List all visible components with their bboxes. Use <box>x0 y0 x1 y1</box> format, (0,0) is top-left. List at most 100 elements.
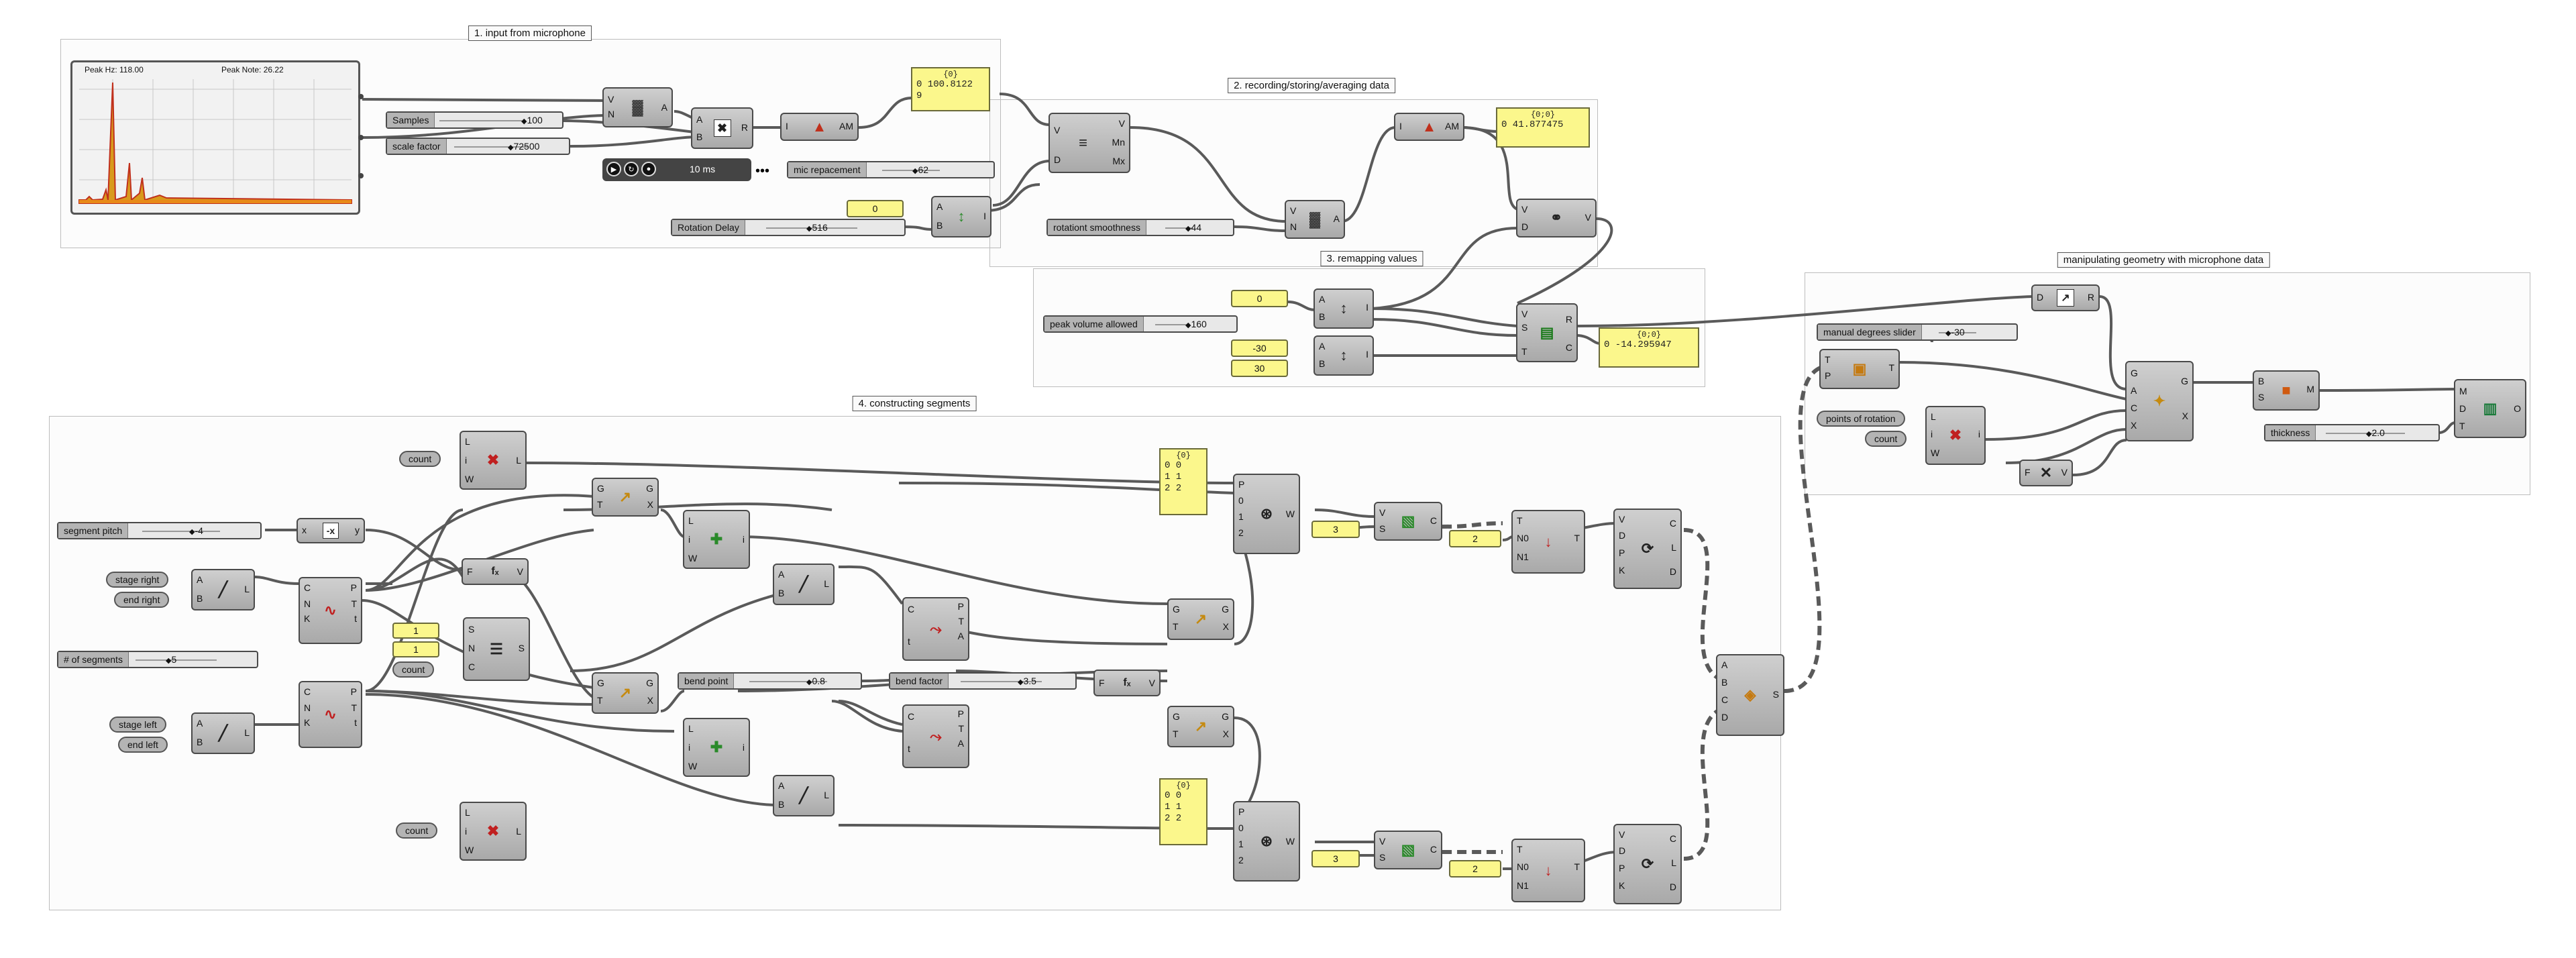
stage-right-param[interactable]: stage right <box>106 572 169 588</box>
stop-icon[interactable]: ● <box>641 162 656 176</box>
count-param-3[interactable]: count <box>396 822 438 839</box>
mic-replacement-slider[interactable]: mic repacement 62 <box>787 161 995 178</box>
three-number-1[interactable]: 3 <box>1311 521 1360 538</box>
remap-icon: ▤ <box>1540 324 1554 341</box>
samples-slider[interactable]: Samples 100 <box>386 111 564 129</box>
rotation-delay-slider[interactable]: Rotation Delay 516 <box>671 219 906 236</box>
scope-output-dot[interactable] <box>358 135 364 140</box>
three-number-2[interactable]: 3 <box>1311 850 1360 867</box>
negative-component[interactable]: x -x y <box>297 518 365 543</box>
peak-panel[interactable]: {0} 0 100.8122 9 <box>911 67 990 111</box>
timer-component[interactable]: ▶ ↻ ● 10 ms <box>602 158 751 181</box>
count-param-2[interactable]: count <box>392 661 435 678</box>
zero-number[interactable]: 0 <box>847 200 904 217</box>
manual-degrees-slider[interactable]: manual degrees slider -30 <box>1817 323 2018 341</box>
play-icon[interactable]: ▶ <box>606 162 621 176</box>
one-number-1[interactable]: 1 <box>392 623 439 639</box>
scope-output-dot[interactable] <box>358 173 364 178</box>
rotation-delay-label: Rotation Delay <box>672 220 745 235</box>
segment-pitch-slider[interactable]: segment pitch -4 <box>57 522 262 539</box>
vector-component[interactable]: F ✕V <box>2019 460 2073 486</box>
extrude-icon: ■ <box>2282 382 2291 398</box>
count-param-4[interactable]: count <box>1865 431 1907 447</box>
degrees-component[interactable]: D ↗ R <box>2031 284 2100 311</box>
bell-curve-icon: ▲ <box>812 118 827 135</box>
frequency-scope[interactable]: Peak Hz: 118.00 Peak Note: 26.22 <box>70 60 360 215</box>
two-number-2[interactable]: 2 <box>1449 860 1501 877</box>
minus-thirty-number[interactable]: -30 <box>1231 339 1288 357</box>
scope-output-dot[interactable] <box>358 94 364 99</box>
peak-volume-slider[interactable]: peak volume allowed 160 <box>1043 315 1238 333</box>
two-number-1[interactable]: 2 <box>1449 530 1501 547</box>
count-param-1[interactable]: count <box>399 451 441 467</box>
weave-pattern-panel-2[interactable]: {0} 0 0 1 1 2 2 <box>1159 778 1208 845</box>
segments-slider[interactable]: # of segments 5 <box>57 651 258 668</box>
end-right-param[interactable]: end right <box>114 592 170 608</box>
thickness-slider[interactable]: thickness 2.0 <box>2264 424 2440 441</box>
segments-label: # of segments <box>58 652 129 667</box>
line-icon: ╱ <box>799 787 808 804</box>
bell-curve-stats-component-2[interactable]: I ▲ AM <box>1394 113 1464 141</box>
one-number-2[interactable]: 1 <box>392 641 439 657</box>
bell-curve-stats-component[interactable]: I ▲ AM <box>780 113 859 141</box>
stage-left-param[interactable]: stage left <box>109 716 166 733</box>
reset-icon[interactable]: ↻ <box>624 162 639 176</box>
average-panel[interactable]: {0;0} 0 41.877475 <box>1496 107 1590 148</box>
scale-factor-slider[interactable]: scale factor 72500 <box>386 138 570 155</box>
thirty-number[interactable]: 30 <box>1231 360 1288 377</box>
weave-icon: ⊛ <box>1260 833 1273 849</box>
bend-factor-slider[interactable]: bend factor 3.5 <box>889 672 1077 690</box>
rotation-smoothness-slider[interactable]: rotationt smoothness 44 <box>1046 219 1234 236</box>
bend-point-slider[interactable]: bend point 0.8 <box>678 672 862 690</box>
zero-number-2[interactable]: 0 <box>1231 290 1288 307</box>
rotate-icon: ⟳ <box>1641 855 1654 872</box>
end-left-param[interactable]: end left <box>118 737 168 753</box>
weave-pattern-panel-1[interactable]: {0} 0 0 1 1 2 2 <box>1159 448 1208 515</box>
remap-panel[interactable]: {0;0} 0 -14.295947 <box>1599 327 1699 368</box>
list-item-icon: ✚ <box>710 739 723 755</box>
points-of-rotation-param[interactable]: points of rotation <box>1817 411 1905 427</box>
